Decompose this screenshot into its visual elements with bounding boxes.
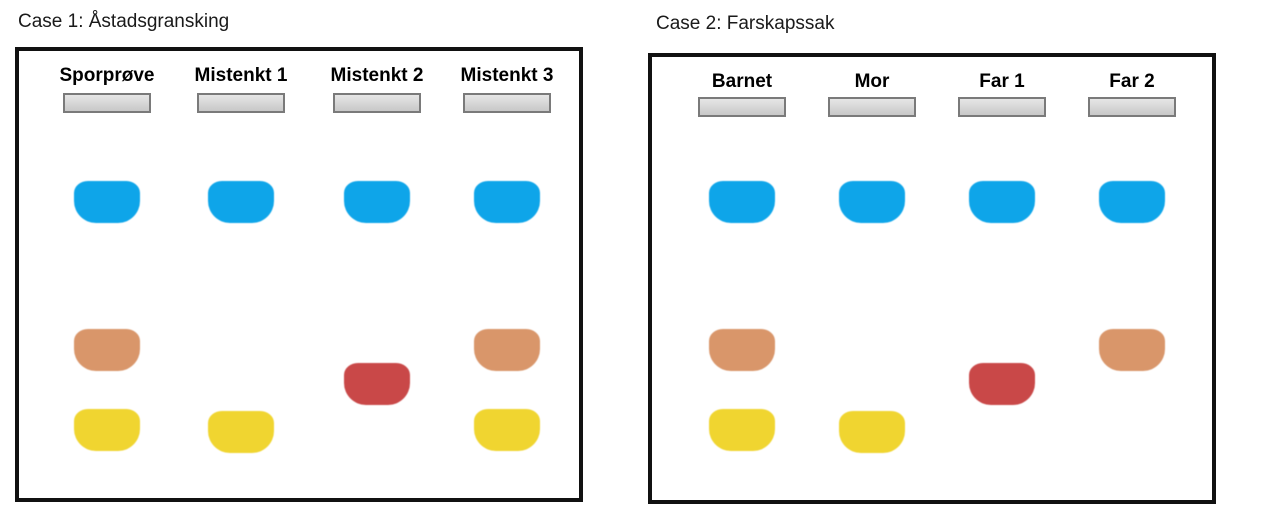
- band-blue: [709, 181, 775, 223]
- sample-well: [333, 93, 421, 113]
- band-orange: [474, 329, 540, 371]
- case2-title: Case 2: Farskapssak: [656, 13, 835, 34]
- band-yellow: [709, 409, 775, 451]
- sample-well: [197, 93, 285, 113]
- lane-label: Sporprøve: [59, 65, 155, 86]
- band-blue: [839, 181, 905, 223]
- band-yellow: [208, 411, 274, 453]
- sample-well: [463, 93, 551, 113]
- lane-1: Sporprøve: [47, 51, 167, 498]
- band-blue: [208, 181, 274, 223]
- lane-label: Far 2: [1109, 71, 1155, 92]
- lane-label: Mor: [854, 71, 890, 92]
- band-orange: [74, 329, 140, 371]
- band-blue: [344, 181, 410, 223]
- band-blue: [74, 181, 140, 223]
- band-red: [344, 363, 410, 405]
- sample-well: [698, 97, 786, 117]
- band-blue: [1099, 181, 1165, 223]
- lane-label: Mistenkt 2: [330, 65, 424, 86]
- lane-2: Mistenkt 1: [181, 51, 301, 498]
- band-orange: [709, 329, 775, 371]
- sample-well: [958, 97, 1046, 117]
- case1-title: Case 1: Åstadsgransking: [18, 11, 230, 32]
- lane-label: Far 1: [979, 71, 1025, 92]
- lane-3: Mistenkt 2: [317, 51, 437, 498]
- band-yellow: [474, 409, 540, 451]
- lane-label: Mistenkt 1: [194, 65, 288, 86]
- sample-well: [63, 93, 151, 113]
- gel-case1: Sporprøve Mistenkt 1 Mistenkt 2 Mistenkt 3: [15, 47, 583, 502]
- lane-3: Far 1: [942, 57, 1062, 500]
- lane-label: Barnet: [711, 71, 773, 92]
- lane-4: Far 2: [1072, 57, 1192, 500]
- band-orange: [1099, 329, 1165, 371]
- band-yellow: [839, 411, 905, 453]
- band-red: [969, 363, 1035, 405]
- gel-case2: Barnet Mor Far 1 Far 2: [648, 53, 1216, 504]
- lane-4: Mistenkt 3: [447, 51, 567, 498]
- band-yellow: [74, 409, 140, 451]
- band-blue: [474, 181, 540, 223]
- sample-well: [1088, 97, 1176, 117]
- lane-1: Barnet: [682, 57, 802, 500]
- band-blue: [969, 181, 1035, 223]
- lane-label: Mistenkt 3: [460, 65, 554, 86]
- lane-2: Mor: [812, 57, 932, 500]
- sample-well: [828, 97, 916, 117]
